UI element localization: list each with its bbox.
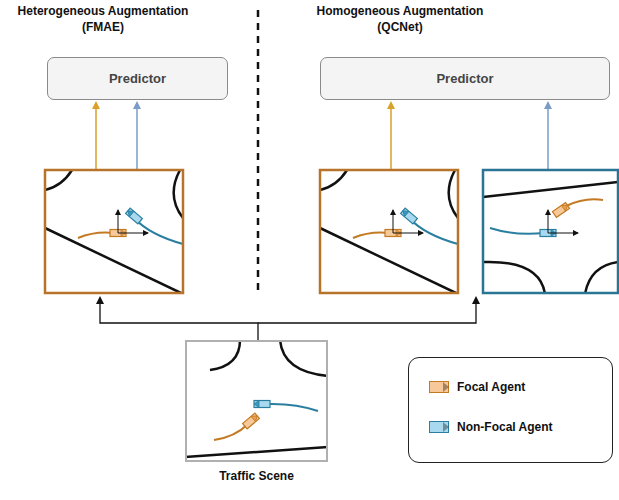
box-label: Predictor xyxy=(109,71,166,86)
legend-swatch xyxy=(429,381,449,393)
scene-heading: Traffic Scene xyxy=(147,469,366,483)
legend-label: Focal Agent xyxy=(457,380,525,394)
legend-entry: Focal Agent xyxy=(429,380,525,394)
box-label: Predictor xyxy=(436,71,493,86)
predictor-box: Predictor xyxy=(47,57,228,100)
legend-swatch xyxy=(429,421,449,433)
legend-label: Non-Focal Agent xyxy=(457,420,553,434)
section-heading: Heterogeneous Augmentation (FMAE) xyxy=(5,4,201,35)
section-heading: Homogeneous Augmentation (QCNet) xyxy=(304,4,496,35)
legend-box: Focal AgentNon-Focal Agent xyxy=(408,357,613,463)
predictor-box: Predictor xyxy=(320,57,610,100)
legend-entry: Non-Focal Agent xyxy=(429,420,553,434)
traffic-scene-box: Traffic Scene xyxy=(185,340,328,462)
